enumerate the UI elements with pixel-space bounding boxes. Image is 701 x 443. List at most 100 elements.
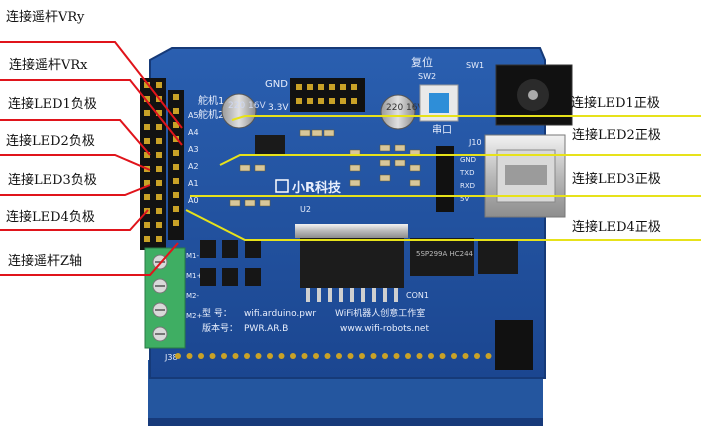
mosfet [200,240,216,258]
bottom-pin [175,353,181,359]
gnd-pin [307,84,313,90]
bottom-pin [221,353,227,359]
bottom-pin [198,353,204,359]
gnd-pin [296,98,302,104]
bottom-pin [382,353,388,359]
smd-part [259,199,271,207]
label-joystick-z: 连接遥杆Z轴 [8,254,83,269]
red-leader [0,154,151,171]
smd-part [394,144,406,152]
label-joystick-vry: 连接遥杆VRy [6,10,85,25]
left-header-body [140,78,166,250]
header-pin [156,124,162,130]
left-pin-headers [140,78,184,250]
version-value: PWR.AR.B [244,324,288,334]
pin-label: A0 [188,196,199,205]
smd-part [349,164,361,172]
header-pin [144,222,150,228]
smd-part [244,199,256,207]
bottom-pin [439,353,446,359]
smd-part [394,159,406,167]
bottom-pin [301,353,308,359]
bottom-pin [347,353,354,359]
mosfet [245,240,261,258]
bottom-pin [370,353,377,359]
smd-part [254,164,266,172]
smd-part [379,144,391,152]
mosfet-array [200,240,261,286]
label-led2-positive: 连接LED2正极 [572,128,661,143]
module-leg [361,288,365,302]
capacitor-c2: 220 16V [380,94,424,130]
con1-silk: CON1 [406,291,429,300]
gnd-header [290,78,365,112]
bottom-pin-row [175,353,515,359]
serial-pin-label: 5V [460,195,469,203]
bottom-pin [462,353,469,359]
red-leader [0,41,183,129]
motor-label: M2- [186,292,199,300]
module-leg [306,288,310,302]
smd-part [311,129,323,137]
brand-logo: 小R科技 [275,179,342,196]
header-pin [156,236,162,242]
model-value: wifi.arduino.pwr [244,309,316,319]
header-pin [156,82,162,88]
bottom-pin [255,353,262,359]
gnd-silk: GND [265,79,288,90]
smd-part [239,164,251,172]
module-leg [350,288,354,302]
header-pin [173,178,179,184]
bottom-pin [405,353,411,359]
smd-part [229,199,241,207]
serial-silk: 串口 [432,124,452,136]
bottom-pin [451,353,457,359]
shield-pcb [149,47,546,379]
label-led3-negative: 连接LED3负极 [8,173,97,188]
inductor [255,135,285,155]
pin-label: A1 [188,179,199,188]
pin-label: A2 [188,162,199,171]
mosfet [222,240,238,258]
header-pin [156,222,162,228]
bottom-pin [336,353,342,359]
serial-pin-label: TXD [459,169,474,177]
gnd-pin [318,84,324,90]
label-led1-positive: 连接LED1正极 [571,96,660,111]
module-leg [383,288,387,302]
yellow-leader [185,209,701,241]
smd-part [323,129,335,137]
bottom-pin [393,353,400,359]
label-joystick-vrx: 连接遥杆VRx [9,58,88,73]
label-led4-positive: 连接LED4正极 [572,220,661,235]
header-pin [173,150,179,156]
motor-labels: M1-M1+M2-M2+ [186,252,202,320]
power-module [295,224,408,302]
header-pin [173,164,179,170]
module-leg [339,288,343,302]
j10-silk: J10 [468,138,482,147]
right-bottom-header [495,320,533,370]
header-pin [173,94,179,100]
red-leader [0,79,183,146]
header-pin [144,124,150,130]
mosfet [245,268,261,286]
sw2-silk: SW2 [418,72,436,81]
gnd-pin [340,84,346,90]
header-pin [173,108,179,114]
header-pin [156,110,162,116]
header-pin [156,180,162,186]
v33-silk: 3.3V [268,103,289,113]
smd-part [379,174,391,182]
header-pin [144,236,150,242]
header-pin [173,192,179,198]
base-board-edge [148,418,543,426]
module-leg [317,288,321,302]
j38-silk: J38 [164,353,178,362]
smd-part [299,129,311,137]
smd-part [379,159,391,167]
red-leader [0,184,151,196]
smd-part [349,179,361,187]
module-leg [394,288,398,302]
